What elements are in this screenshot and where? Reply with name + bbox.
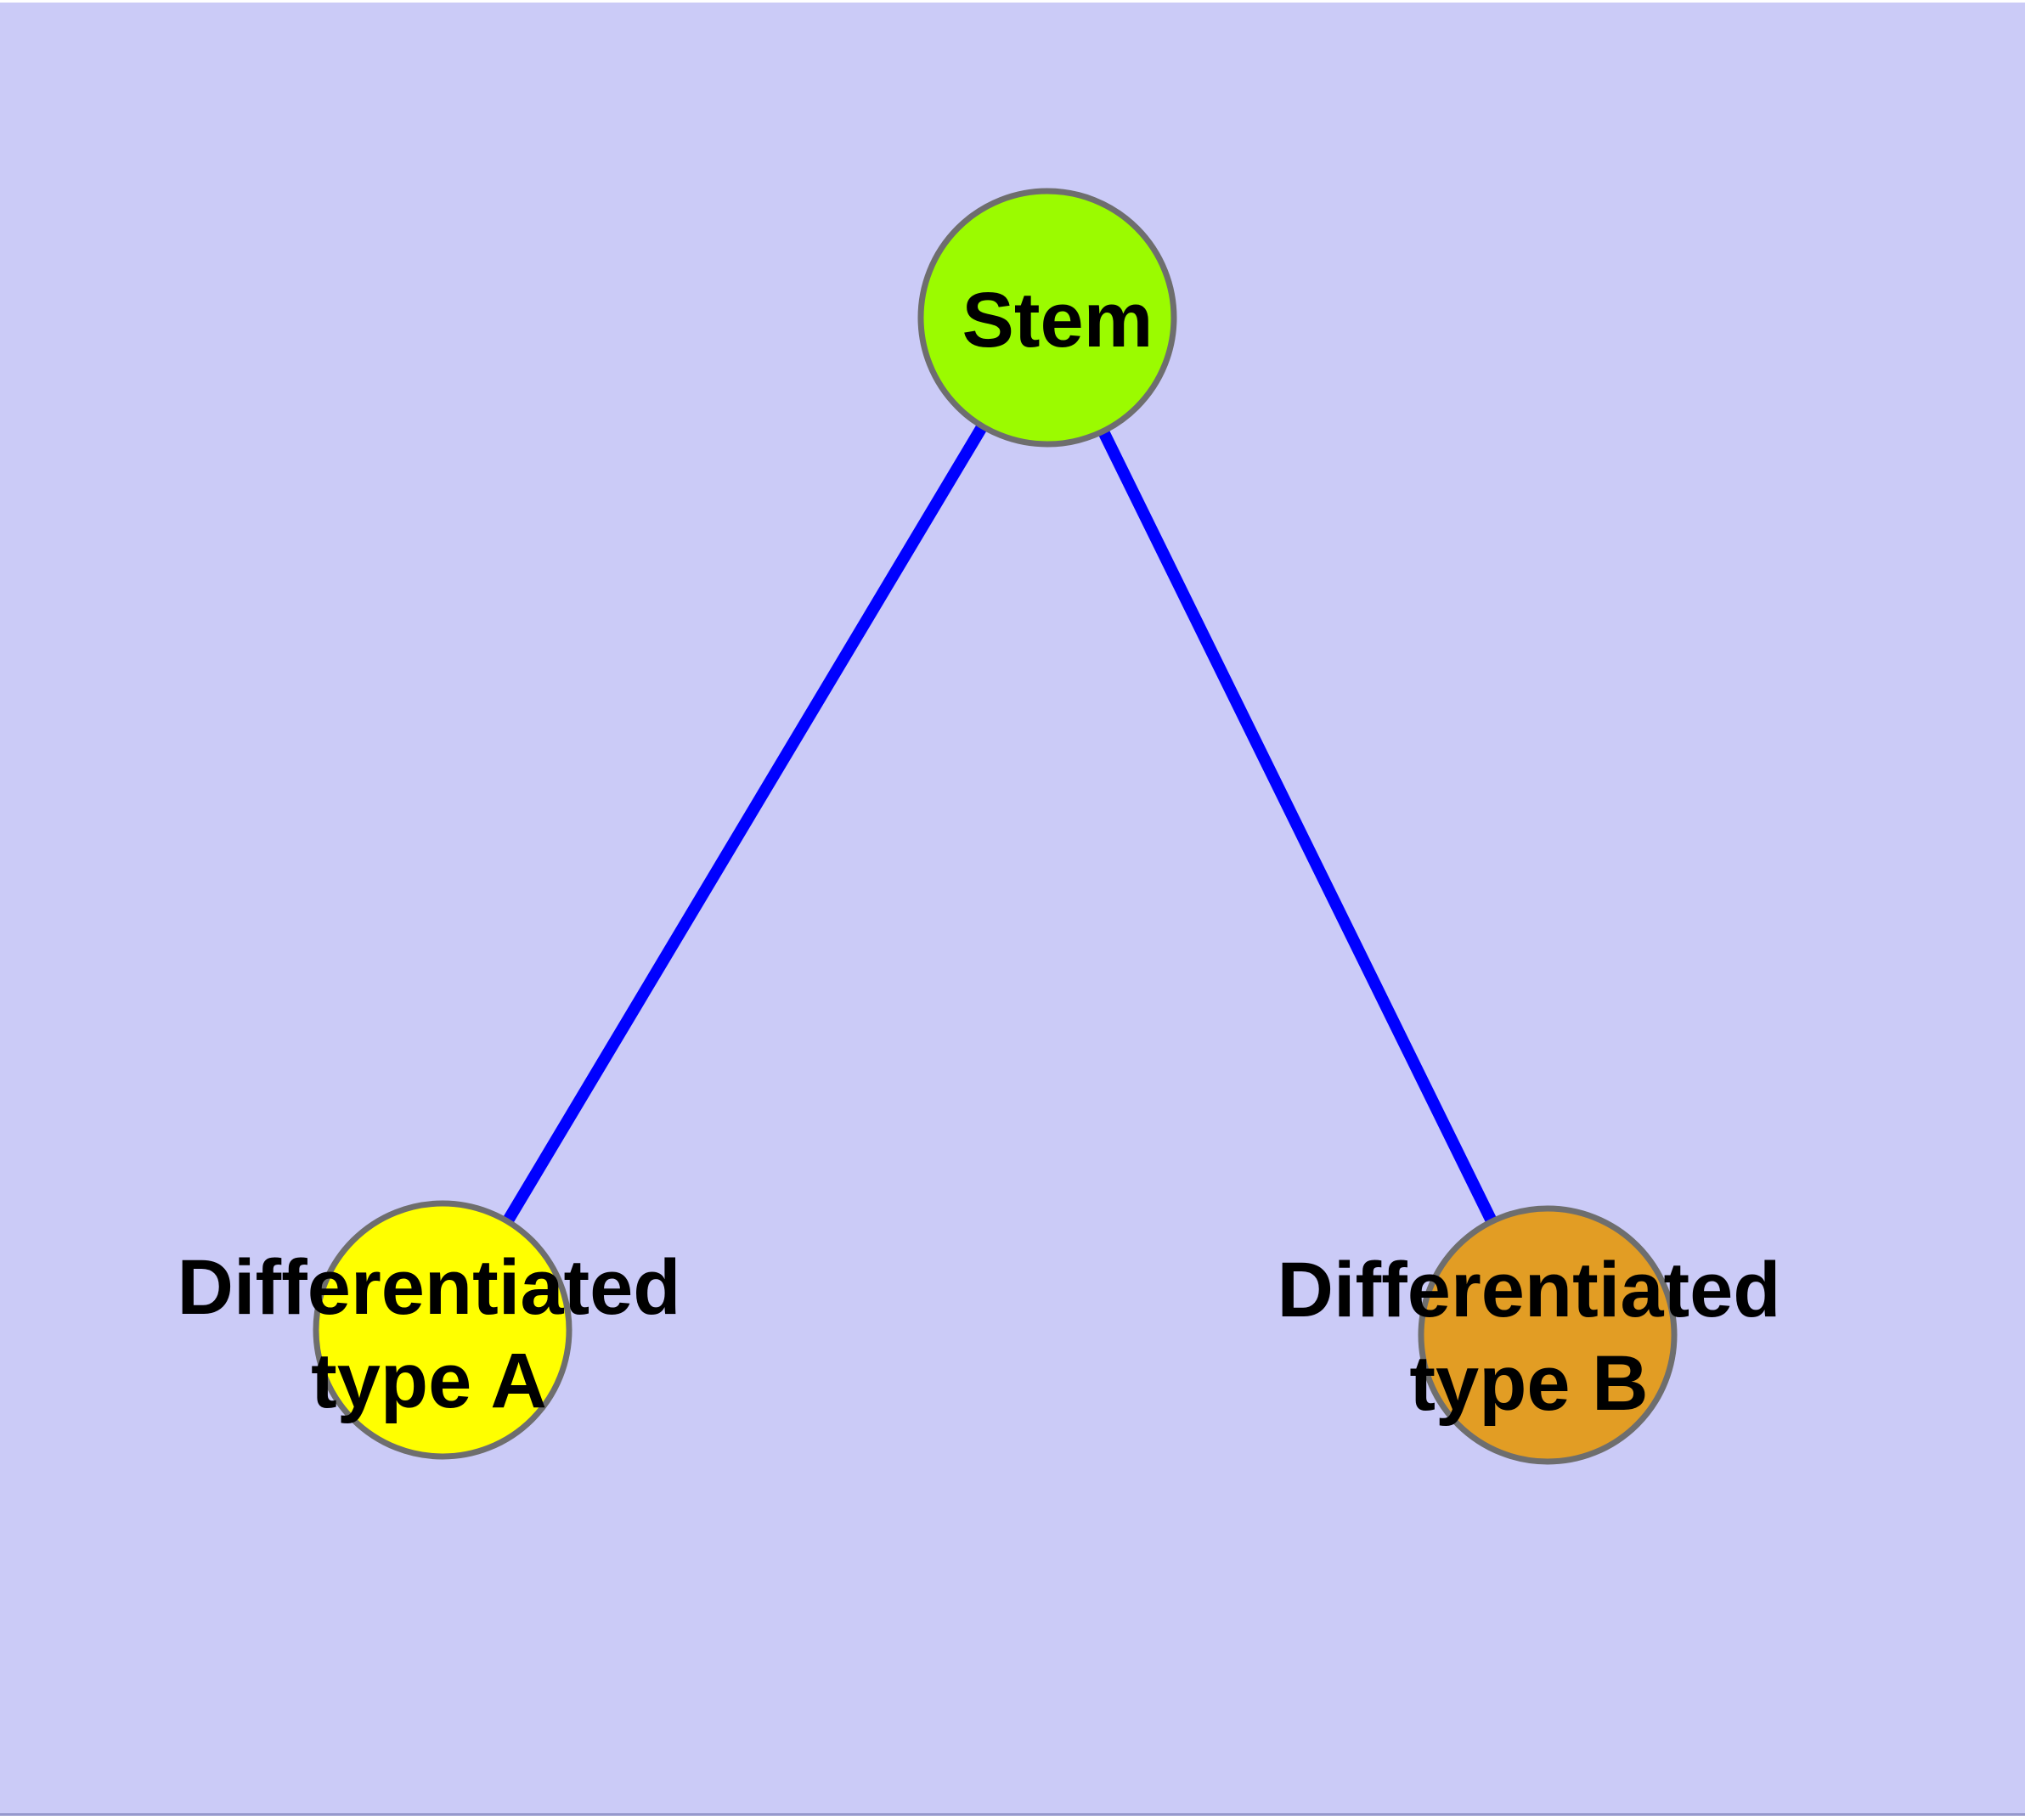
edge-stem-to-typeA (437, 314, 1053, 1333)
node-typeB-label-line2: type B (1409, 1340, 1648, 1427)
node-stem-label: Stem (962, 277, 1154, 363)
node-typeA-label-line1: Differentiated (178, 1244, 681, 1331)
node-stem-circle (917, 188, 1177, 448)
node-typeA-label-line2: type A (311, 1338, 547, 1424)
node-typeA-circle (313, 1200, 573, 1460)
node-typeB-circle (1418, 1205, 1678, 1465)
node-typeB-label-line1: Differentiated (1278, 1247, 1781, 1333)
page-bottom-edge (0, 1813, 2025, 1816)
edge-stem-to-typeB (1041, 314, 1554, 1338)
page-top-margin (0, 0, 2025, 3)
